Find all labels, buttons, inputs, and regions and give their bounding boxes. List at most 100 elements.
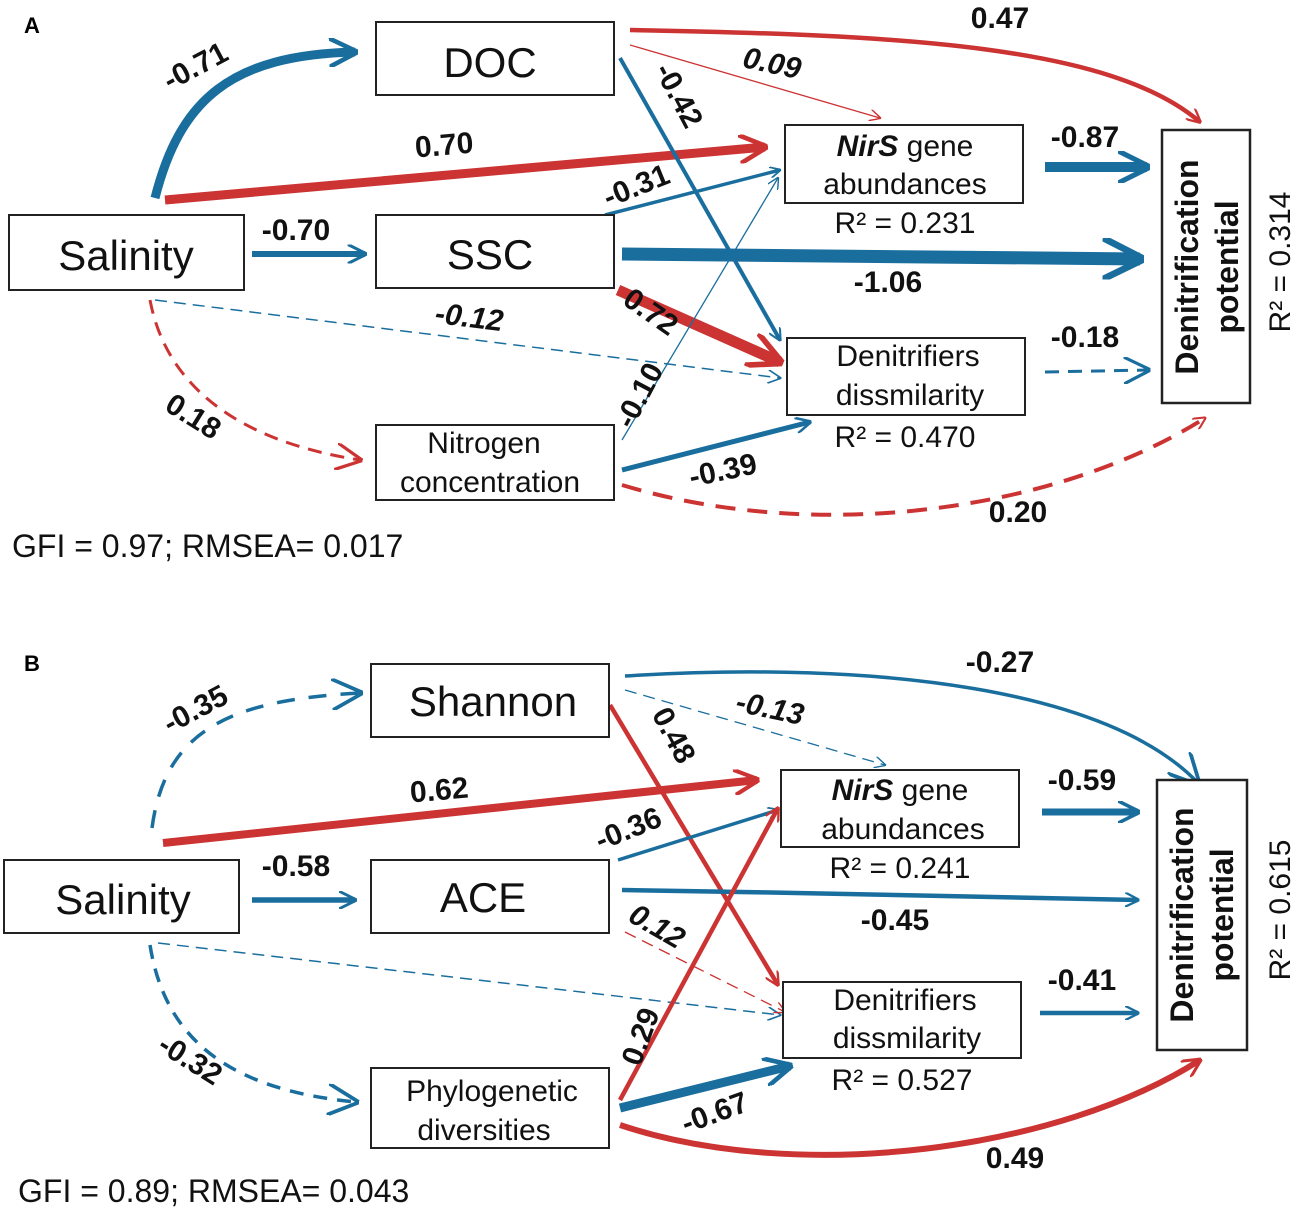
arrow-b-ace-nirs	[617, 810, 778, 862]
node-a-nirs-r2: R² = 0.231	[835, 207, 976, 240]
fit-a: GFI = 0.97; RMSEA= 0.017	[12, 528, 403, 564]
coef-a-denit-dp: -0.18	[1051, 321, 1119, 354]
node-a-nitrogen-label-2: concentration	[400, 466, 580, 499]
coef-a-sal-nirs: 0.70	[414, 127, 475, 165]
node-b-ace-label: ACE	[440, 874, 526, 921]
node-b-nirs	[780, 769, 1020, 848]
node-a-nirs	[784, 124, 1024, 204]
arrow-b-shannon-nirs	[624, 689, 885, 765]
node-b-shannon-label: Shannon	[409, 678, 577, 725]
node-a-ssc-label: SSC	[447, 231, 533, 278]
node-a-nitrogen	[375, 424, 615, 501]
arrow-a-salinity-doc	[150, 52, 355, 200]
arrow-a-ssc-dp	[621, 254, 1140, 259]
arrow-b-phylo-denit	[618, 1066, 790, 1113]
node-a-nirs-rest: gene	[898, 130, 973, 163]
node-b-nirs-label-2: abundances	[821, 813, 984, 846]
node-b-dp-r2: R² = 0.615	[1264, 840, 1297, 981]
arrow-b-ace-dp	[621, 887, 1138, 900]
node-b-denit-r2: R² = 0.527	[832, 1064, 973, 1097]
coef-b-shannon-denit: 0.48	[645, 702, 702, 769]
node-a-dp-label-1: Denitrification	[1169, 159, 1205, 374]
fit-b: GFI = 0.89; RMSEA= 0.043	[18, 1173, 409, 1209]
arrow-a-salinity-denit	[154, 299, 780, 378]
coef-a-ssc-dp: -1.06	[854, 266, 922, 299]
node-a-denit-r2: R² = 0.470	[835, 421, 976, 454]
arrow-b-salinity-shannon	[150, 693, 360, 829]
node-a-nirs-italic: NirS	[837, 130, 899, 163]
arrow-a-nitrogen-nirs	[621, 178, 778, 441]
coef-b-nirs-dp: -0.59	[1048, 764, 1116, 797]
node-a-dp-r2: R² = 0.314	[1264, 192, 1297, 333]
node-a-nirs-label-2: abundances	[823, 168, 986, 201]
coef-a-nitro-denit: -0.39	[686, 447, 760, 493]
node-b-denit-label-1: Denitrifiers	[833, 984, 976, 1017]
node-b-salinity	[3, 859, 240, 934]
node-a-denit-label-2: dissmilarity	[836, 379, 984, 412]
arrow-b-shannon-denit	[608, 703, 778, 985]
node-b-dp-label-1: Denitrification	[1164, 807, 1200, 1022]
panel-a-label: A	[24, 13, 40, 38]
node-a-dp	[1160, 128, 1252, 405]
arrow-b-phylo-nirs	[618, 808, 780, 1102]
node-a-denit-label-1: Denitrifiers	[836, 340, 979, 373]
node-a-salinity	[8, 214, 245, 291]
coef-a-doc-dp: 0.47	[971, 2, 1029, 35]
node-a-doc-label: DOC	[443, 39, 536, 86]
node-b-dp	[1155, 778, 1249, 1052]
node-b-nirs-rest: gene	[893, 774, 968, 807]
node-b-salinity-label: Salinity	[55, 876, 190, 923]
coef-b-ace-denit: 0.12	[623, 898, 690, 956]
arrow-b-salinity-nirs	[162, 780, 757, 847]
coef-a-nirs-dp: -0.87	[1051, 121, 1119, 154]
arrow-b-ace-denit	[624, 931, 785, 1012]
arrow-b-shannon-dp	[624, 670, 1198, 783]
coef-a-sal-ssc: -0.70	[262, 214, 330, 247]
node-a-dp-label-2: potential	[1209, 200, 1245, 333]
arrow-a-salinity-nitrogen	[148, 299, 360, 460]
arrow-a-ssc-nirs	[604, 170, 780, 217]
node-a-ssc	[375, 214, 615, 289]
node-b-denit	[782, 981, 1022, 1059]
arrow-b-salinity-denit	[157, 942, 780, 1015]
node-b-ace	[370, 859, 610, 934]
node-b-shannon	[370, 663, 610, 738]
arrow-b-salinity-phylo	[148, 944, 356, 1102]
node-b-nirs-label-1: NirS gene	[832, 774, 969, 807]
panel-a: A Salinity DOC SSC Nitrogen concentratio…	[8, 2, 1297, 564]
coef-a-sal-denit: -0.12	[433, 297, 505, 338]
arrow-a-doc-nirs	[629, 44, 880, 118]
node-b-phylo-label-1: Phylogenetic	[406, 1075, 578, 1108]
coef-b-phylo-dp: 0.49	[986, 1142, 1044, 1175]
arrow-a-denit-dp	[1044, 370, 1148, 372]
panel-b: B Salinity Shannon ACE Phylogenetic dive…	[3, 646, 1297, 1209]
coef-a-nitro-nirs: -0.10	[609, 358, 670, 434]
node-b-phylo	[370, 1067, 610, 1149]
coef-a-sal-nitro: 0.18	[160, 387, 227, 446]
coef-b-shannon-dp: -0.27	[966, 646, 1034, 679]
arrow-a-doc-dp	[629, 27, 1200, 122]
coef-b-sal-shannon: -0.35	[158, 679, 234, 740]
node-a-doc	[375, 21, 615, 96]
node-b-phylo-label-2: diversities	[417, 1114, 550, 1147]
arrow-a-ssc-denit	[615, 284, 780, 362]
arrow-a-salinity-nirs	[164, 147, 765, 205]
node-a-salinity-label: Salinity	[58, 232, 193, 279]
node-a-nitrogen-label-1: Nitrogen	[427, 427, 540, 460]
arrow-a-doc-denit	[618, 57, 780, 340]
coef-b-phylo-nirs: 0.29	[616, 1004, 667, 1070]
node-b-denit-label-2: dissmilarity	[833, 1022, 981, 1055]
coef-b-sal-nirs: 0.62	[409, 772, 470, 810]
node-a-denit	[786, 337, 1026, 416]
node-a-nirs-label-1: NirS gene	[837, 130, 974, 163]
arrow-a-nitrogen-dp	[621, 418, 1205, 517]
node-b-dp-label-2: potential	[1204, 848, 1240, 981]
coef-b-denit-dp: -0.41	[1048, 964, 1116, 997]
arrow-a-nitrogen-denit	[621, 422, 810, 473]
node-b-nirs-italic: NirS	[832, 774, 894, 807]
coef-b-ace-dp: -0.45	[861, 904, 929, 937]
arrow-b-phylo-dp	[619, 1060, 1200, 1158]
node-b-nirs-r2: R² = 0.241	[830, 852, 971, 885]
panel-b-label: B	[24, 651, 40, 676]
